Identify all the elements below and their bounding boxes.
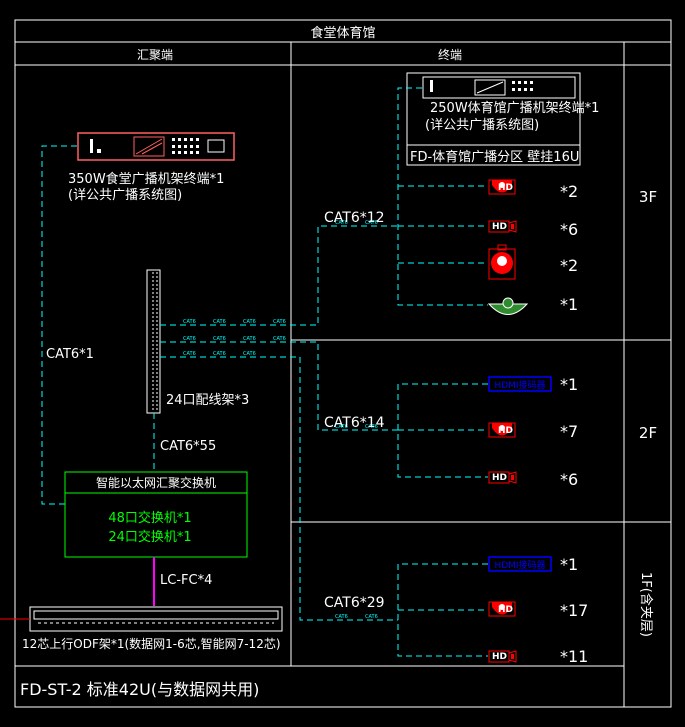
floor3-cables (397, 87, 488, 306)
svg-text:CAT6: CAT6 (213, 351, 226, 357)
ptz-camera-icon (488, 244, 516, 280)
svg-text:CAT6: CAT6 (243, 351, 256, 357)
svg-text:HD: HD (498, 183, 513, 193)
gym-broadcast-box (406, 72, 581, 166)
hdmi-encoder-icon: HDMI接码器 (488, 556, 552, 572)
svg-text:CAT6: CAT6 (273, 336, 286, 342)
patch-panel-label: 24口配线架*3 (166, 393, 249, 408)
trunk-3f-label: CAT6*12 (324, 210, 385, 226)
count-1f-bullet: *11 (560, 647, 588, 666)
count-3f-bullet: *6 (560, 220, 578, 239)
floor-2f-label: 2F (639, 424, 657, 442)
canteen-amplifier-label: 350W食堂广播机架终端*1 (68, 171, 224, 187)
svg-text:HD: HD (492, 222, 507, 232)
svg-text:CAT6: CAT6 (183, 336, 196, 342)
terminal-header: 终端 (438, 47, 462, 62)
gym-amplifier-icon (422, 76, 576, 99)
floor-3f-label: 3F (639, 188, 657, 206)
count-3f-dome: *2 (560, 182, 578, 201)
svg-text:HD: HD (492, 473, 507, 483)
svg-text:CAT6: CAT6 (335, 424, 348, 430)
fiber-link-label: LC-FC*4 (160, 573, 212, 588)
switch-48port: 48口交换机*1 (108, 510, 191, 526)
count-3f-ap: *1 (560, 295, 578, 314)
count-1f-dome: *17 (560, 601, 588, 620)
floor-1f-label: 1F(含夹层) (638, 572, 654, 637)
svg-text:CAT6: CAT6 (243, 319, 256, 325)
svg-text:CAT6: CAT6 (213, 336, 226, 342)
svg-text:CAT6: CAT6 (365, 424, 378, 430)
aggregation-header: 汇聚端 (137, 48, 173, 62)
gym-box-label: FD-体育馆广播分区 壁挂16U (410, 149, 579, 165)
svg-text:CAT6: CAT6 (183, 319, 196, 325)
svg-text:HDMI接码器: HDMI接码器 (494, 379, 545, 391)
switch-title: 智能以太网汇聚交换机 (96, 475, 216, 490)
rack-label: FD-ST-2 标准42U(与数据网共用) (20, 680, 259, 699)
amp-link-cable (41, 145, 77, 505)
canteen-amplifier-note: (详公共广播系统图) (68, 188, 182, 203)
svg-text:CAT6: CAT6 (183, 351, 196, 357)
amp-link-label: CAT6*1 (46, 347, 94, 362)
diagram-title: 食堂体育馆 (310, 25, 375, 41)
trunk-cables (160, 225, 398, 621)
svg-text:HD: HD (498, 426, 513, 436)
odf-frame-icon (29, 606, 283, 632)
canteen-amplifier-icon (77, 132, 235, 161)
svg-text:CAT6: CAT6 (335, 614, 348, 620)
svg-text:HD: HD (498, 605, 513, 615)
svg-text:CAT6: CAT6 (243, 336, 256, 342)
count-2f-bullet: *6 (560, 470, 578, 489)
count-2f-dome: *7 (560, 422, 578, 441)
hdmi-encoder-icon: HDMI接码器 (488, 376, 552, 392)
svg-text:HD: HD (492, 652, 507, 662)
switch-24port: 24口交换机*1 (108, 529, 191, 545)
frame (14, 19, 672, 708)
svg-text:CAT6: CAT6 (213, 319, 226, 325)
aggregation-switch-box (64, 471, 248, 558)
count-3f-ptz: *2 (560, 256, 578, 275)
svg-text:CAT6: CAT6 (335, 220, 348, 226)
trunk-1f-label: CAT6*29 (324, 595, 385, 611)
svg-text:CAT6: CAT6 (365, 614, 378, 620)
count-1f-hdmi: *1 (560, 555, 578, 574)
gym-amplifier-label: 250W体育馆广播机架终端*1 (430, 100, 599, 116)
odf-label: 12芯上行ODF架*1(数据网1-6芯,智能网7-12芯) (22, 636, 281, 651)
svg-text:CAT6: CAT6 (273, 319, 286, 325)
floor1-cables (397, 563, 488, 657)
wireless-ap-icon (487, 297, 529, 315)
floor2-cables (397, 383, 488, 478)
svg-text:CAT6: CAT6 (365, 220, 378, 226)
panel-switch-label: CAT6*55 (160, 439, 216, 454)
trunk-2f-label: CAT6*14 (324, 415, 385, 431)
svg-text:HDMI接码器: HDMI接码器 (494, 559, 545, 571)
count-2f-hdmi: *1 (560, 375, 578, 394)
gym-amplifier-note: (详公共广播系统图) (425, 118, 539, 133)
patch-panel-icon (146, 269, 161, 414)
